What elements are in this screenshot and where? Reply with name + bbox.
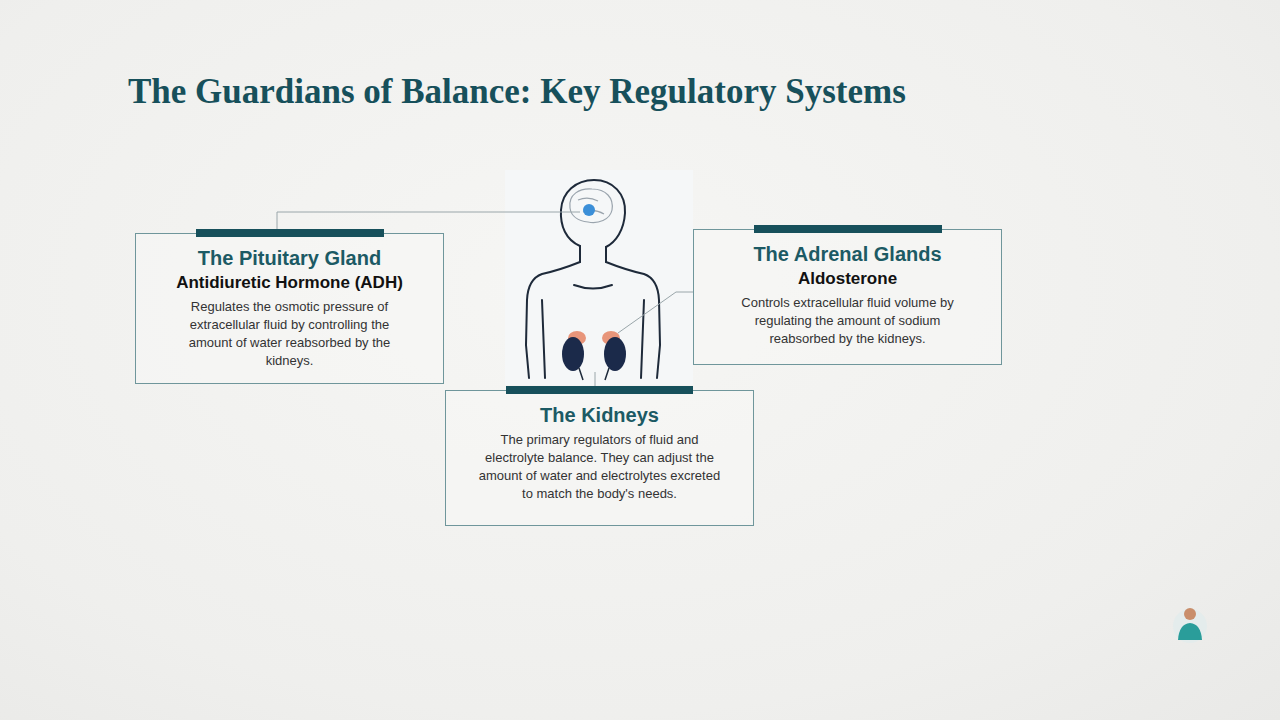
pituitary-gland bbox=[583, 204, 595, 216]
box-description: Controls extracellular fluid volume by r… bbox=[732, 294, 964, 348]
info-box: The Pituitary GlandAntidiuretic Hormone … bbox=[135, 233, 444, 384]
hormone-name: Antidiuretic Hormone (ADH) bbox=[166, 272, 413, 294]
box-description: The primary regulators of fluid and elec… bbox=[476, 431, 723, 503]
box-description: Regulates the osmotic pressure of extrac… bbox=[174, 298, 406, 370]
brain bbox=[570, 189, 613, 223]
header-bar bbox=[506, 386, 693, 394]
info-box: The KidneysThe primary regulators of flu… bbox=[445, 390, 754, 526]
figure-panel bbox=[505, 170, 693, 385]
box-heading: The Kidneys bbox=[476, 403, 723, 427]
info-box: The Adrenal GlandsAldosteroneControls ex… bbox=[693, 229, 1002, 365]
body-outline bbox=[526, 180, 660, 378]
box-heading: The Pituitary Gland bbox=[166, 246, 413, 270]
slide-title: The Guardians of Balance: Key Regulatory… bbox=[128, 72, 906, 112]
header-bar bbox=[754, 225, 942, 233]
hormone-name: Aldosterone bbox=[724, 268, 971, 290]
kidneys bbox=[562, 331, 626, 380]
box-heading: The Adrenal Glands bbox=[724, 242, 971, 266]
header-bar bbox=[196, 229, 384, 237]
presenter-icon bbox=[1173, 608, 1207, 643]
